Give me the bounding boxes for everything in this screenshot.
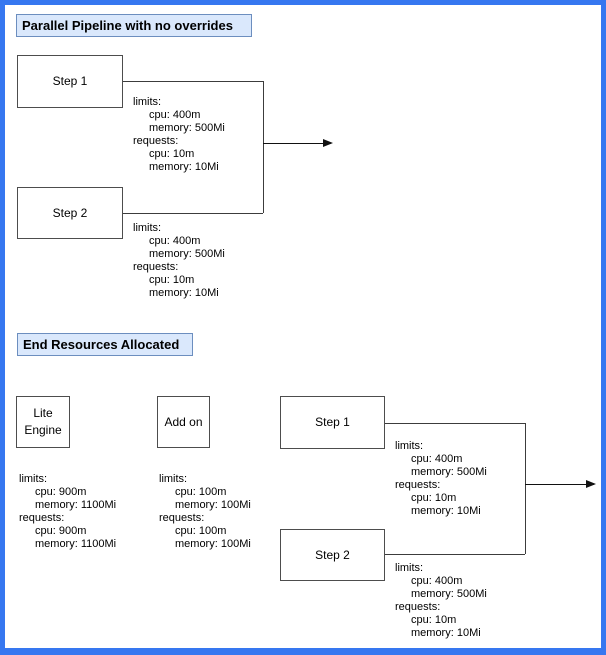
resource-line: memory: 10Mi — [149, 286, 219, 299]
top-step-2-label: Step 2 — [52, 205, 88, 220]
resource-line: requests: — [159, 511, 205, 524]
resource-line: memory: 10Mi — [149, 160, 219, 173]
end-step-1-connector-line — [385, 423, 525, 424]
resource-line: memory: 10Mi — [411, 504, 481, 517]
end-step-1-box: Step 1 — [280, 396, 385, 449]
resource-line: requests: — [395, 478, 441, 491]
resource-line: memory: 100Mi — [175, 537, 251, 550]
resource-line: cpu: 400m — [149, 108, 201, 121]
resource-line: memory: 500Mi — [149, 247, 225, 260]
top-step-2-box: Step 2 — [17, 187, 123, 239]
resource-line: limits: — [395, 562, 424, 574]
resource-line: memory: 500Mi — [149, 121, 225, 134]
resource-line: cpu: 400m — [411, 574, 463, 587]
resource-line: requests: — [19, 511, 65, 524]
section-title-parallel-pipeline: Parallel Pipeline with no overrides — [16, 14, 252, 37]
resource-line: memory: 1100Mi — [35, 498, 117, 511]
resource-line: cpu: 100m — [175, 485, 227, 498]
resource-line: requests: — [133, 134, 179, 147]
top-step-1-label: Step 1 — [52, 74, 88, 88]
section-title-end-resources: End Resources Allocated — [17, 333, 193, 356]
top-step-1-box: Step 1 — [17, 55, 123, 108]
top-step-2-connector-line — [123, 213, 263, 214]
resource-line: cpu: 10m — [149, 147, 195, 160]
top-merge-arrow — [263, 139, 333, 147]
resource-line: requests: — [133, 260, 179, 273]
resource-line: memory: 1100Mi — [35, 537, 117, 550]
end-step-2-box: Step 2 — [280, 529, 385, 581]
end-step-2-connector-line — [385, 554, 525, 555]
resource-line: memory: 500Mi — [411, 465, 487, 478]
end-step-2-label: Step 2 — [315, 547, 350, 562]
resource-line: requests: — [395, 600, 441, 613]
top-merge-vertical-line — [263, 81, 264, 213]
resource-line: memory: 500Mi — [411, 587, 487, 600]
end-merge-arrow — [525, 480, 596, 488]
resource-line: cpu: 400m — [149, 234, 201, 247]
resource-line: limits: — [19, 473, 48, 485]
resource-line: limits: — [133, 96, 162, 108]
add-on-label: Add on — [164, 414, 203, 429]
end-merge-vertical-line — [525, 423, 526, 554]
resource-line: cpu: 10m — [149, 273, 195, 286]
resource-line: limits: — [395, 440, 424, 452]
lite-engine-label: Lite Engine — [24, 406, 62, 437]
resource-line: cpu: 900m — [35, 485, 87, 498]
resource-line: memory: 100Mi — [175, 498, 251, 511]
resource-line: cpu: 10m — [411, 613, 457, 626]
lite-engine-box: Lite Engine — [16, 396, 70, 448]
resource-line: memory: 10Mi — [411, 626, 481, 639]
top-step-1-connector-line — [123, 81, 263, 82]
resource-line: cpu: 900m — [35, 524, 87, 537]
end-step-1-label: Step 1 — [315, 415, 350, 429]
add-on-box: Add on — [157, 396, 210, 448]
resource-line: cpu: 10m — [411, 491, 457, 504]
resource-line: cpu: 400m — [411, 452, 463, 465]
resource-line: cpu: 100m — [175, 524, 227, 537]
resource-line: limits: — [159, 473, 188, 485]
resource-line: limits: — [133, 222, 162, 234]
